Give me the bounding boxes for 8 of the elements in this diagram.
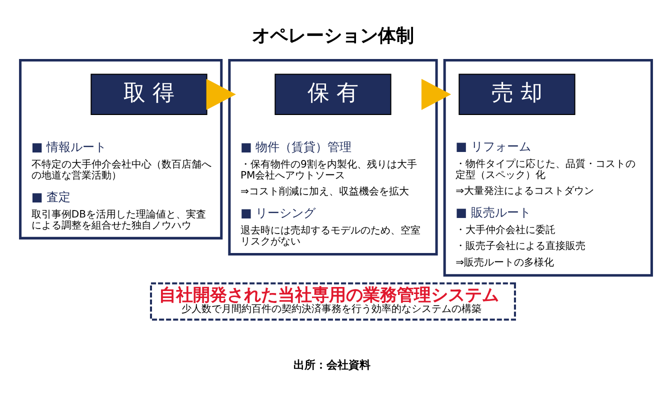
node-box: 自社開発された当社専用の業務管理システム 少人数で月間約百件の契約決済事務を行う効率的なシステムの構築	[150, 282, 516, 321]
arrow	[206, 78, 236, 110]
arrow	[421, 78, 452, 110]
caption: 出所：会社資料	[293, 358, 370, 372]
node-box: 売 却	[458, 74, 576, 116]
node-box: 保 有	[274, 74, 392, 116]
node-box: 取 得	[90, 74, 208, 116]
diagram-title: オペレーション体制	[252, 26, 414, 47]
